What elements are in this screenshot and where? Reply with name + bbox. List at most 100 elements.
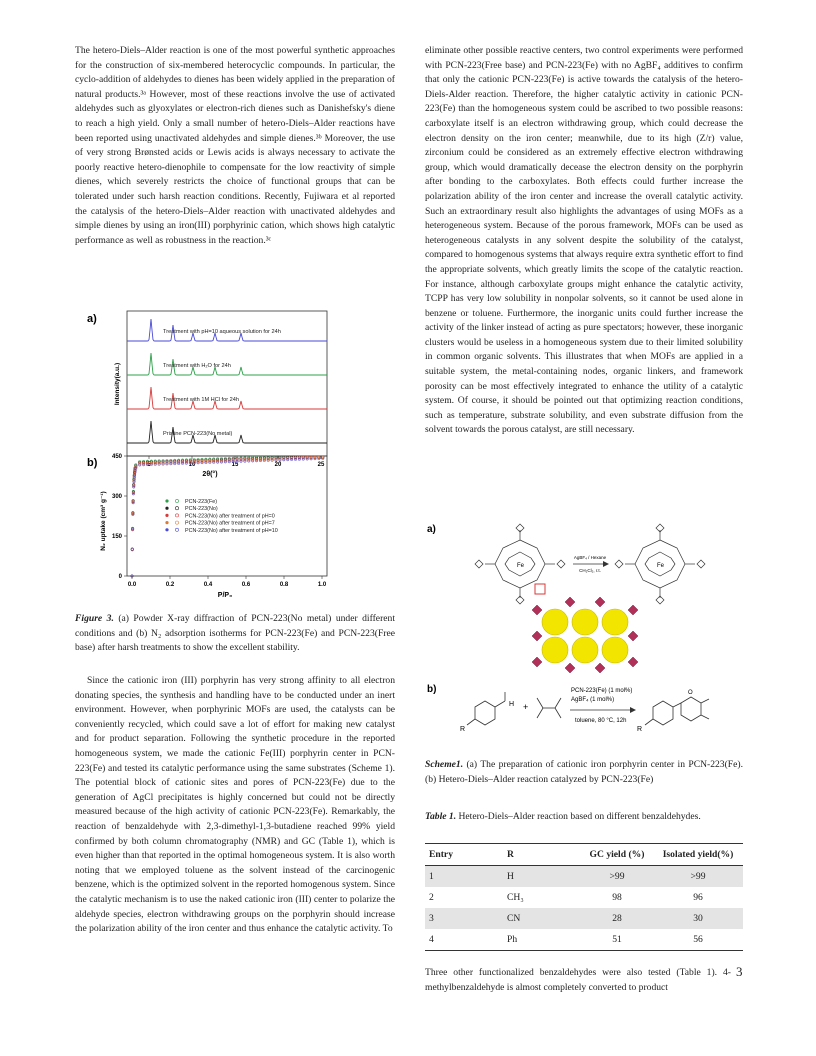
zr-cluster (531, 630, 543, 642)
iso-data-point (297, 457, 301, 461)
iso-data-point (309, 457, 313, 461)
r-group-left: R (460, 726, 465, 733)
iso-data-point (130, 548, 134, 552)
iso-data-point (130, 574, 134, 578)
scheme-panel-b-label: b) (427, 684, 436, 695)
isotherm-x-ticks: 0.0 0.2 0.4 0.6 0.8 1.0 (128, 576, 327, 588)
iso-data-point (169, 462, 173, 466)
iso-data-point (305, 457, 309, 461)
scheme-1: a) Fe AgBF₄ / Hexane CH₂Cl₂, r.t. Fe (425, 522, 743, 752)
iso-data-point (173, 462, 177, 466)
table-row: 3 CN 28 30 (425, 908, 743, 929)
iso-data-point (133, 473, 137, 477)
cell-isolated: >99 (653, 865, 743, 887)
iso-x-tick-label: 0.4 (204, 582, 213, 588)
page-number: 3 (736, 964, 743, 979)
iso-x-tick-label: 0.8 (280, 582, 289, 588)
iso-data-point (254, 459, 259, 463)
pore-sphere (601, 636, 629, 664)
legend-marker (175, 527, 179, 532)
iso-y-tick-label: 150 (112, 534, 123, 540)
iso-data-point (177, 461, 181, 465)
zr-cluster (564, 662, 576, 674)
iso-data-point (204, 460, 208, 465)
pore-sphere (601, 608, 629, 636)
iso-data-point (196, 461, 200, 465)
iso-data-point (274, 458, 278, 462)
table-row: 2 CH₃ 98 96 (425, 887, 743, 908)
isotherm-plot-frame (126, 455, 328, 577)
iso-data-point (317, 456, 321, 461)
cell-entry: 4 (425, 929, 503, 951)
iso-data-point (131, 528, 135, 532)
condition-catalyst: PCN-223(Fe) (1 mol%) (571, 688, 632, 694)
xrd-trace-label: Treatment with H₂O for 24h (163, 363, 231, 369)
legend-marker (165, 506, 169, 510)
paragraph-cationic-iron: Since the cationic iron (III) porphyrin … (75, 675, 395, 935)
isotherm-curves (130, 455, 325, 578)
table-1: Entry R GC yield (%) Isolated yield(%) 1… (425, 843, 743, 951)
xrd-y-label: Intensity(a.u.) (114, 363, 121, 405)
iso-x-tick-label: 1.0 (318, 582, 327, 588)
product-structure (644, 696, 710, 726)
cell-isolated: 30 (653, 908, 743, 929)
xrd-trace-label: Treatment with 1M HCl for 24h (163, 397, 239, 403)
right-column-bottom: Three other functionalized benzaldehydes… (425, 966, 731, 995)
highlight-box (534, 583, 546, 595)
iso-data-point (243, 459, 247, 463)
porphyrin-left (474, 523, 566, 605)
figure-3: a) Treatment with pH=10 aqueous solution… (85, 306, 385, 611)
r-group-right: R (637, 726, 642, 733)
scheme-1-caption-label: Scheme1. (425, 759, 464, 770)
iso-data-point (219, 460, 224, 464)
reagent-bottom: CH₂Cl₂, r.t. (579, 568, 601, 573)
xrd-trace-labels: Treatment with pH=10 aqueous solution fo… (163, 329, 281, 437)
legend-marker (175, 520, 179, 525)
xrd-tick-label: 10 (189, 462, 196, 468)
benzaldehyde-structure (466, 692, 506, 726)
figure-3-graphic: a) Treatment with pH=10 aqueous solution… (87, 310, 328, 599)
pore-sphere (541, 636, 569, 664)
scheme-panel-a-label: a) (427, 524, 436, 535)
diene-structure (536, 697, 562, 719)
plus-sign: + (523, 702, 528, 712)
legend-marker (165, 513, 169, 517)
cell-entry: 3 (425, 908, 503, 929)
legend-label: PCN-223(Fe) (185, 499, 217, 505)
iso-data-point (149, 462, 153, 466)
iso-data-point (188, 461, 192, 465)
paragraph-intro: The hetero-Diels–Alder reaction is one o… (75, 45, 395, 246)
iso-data-point (278, 458, 282, 462)
iso-data-point (301, 457, 305, 461)
paragraph-functionalized-benzaldehydes: Three other functionalized benzaldehydes… (425, 967, 731, 993)
iso-x-tick-label: 0.0 (128, 582, 137, 588)
reagent-top: AgBF₄ / Hexane (574, 555, 607, 560)
right-column: eliminate other possible reactive center… (425, 44, 743, 438)
iso-data-point (138, 463, 142, 467)
iso-x-tick-label: 0.2 (166, 582, 175, 588)
cell-r: CH₃ (507, 892, 524, 903)
iso-data-point (131, 492, 135, 496)
xrd-tick-label: 5 (147, 462, 151, 468)
xrd-trace-label: Pristine PCN-223(No metal) (163, 431, 232, 437)
iso-x-tick-label: 0.6 (242, 582, 251, 588)
zr-cluster (594, 596, 606, 608)
iso-data-point (200, 461, 204, 465)
scheme-1-caption-text: (a) The preparation of cationic iron por… (425, 759, 743, 785)
iso-data-point (165, 462, 169, 466)
zr-cluster (627, 630, 639, 642)
isotherm-legend: PCN-223(Fe)PCN-223(No)PCN-223(No) after … (165, 499, 278, 534)
iso-data-point (132, 485, 136, 489)
zr-cluster (531, 604, 543, 616)
zr-cluster (531, 656, 543, 668)
iso-data-point (247, 459, 251, 463)
table-row: 1 H >99 >99 (425, 865, 743, 887)
iso-data-point (145, 462, 150, 467)
ring-oxygen: O (688, 690, 693, 696)
legend-label: PCN-223(No) after treatment of pH=7 (185, 521, 275, 527)
scheme-1-caption: Scheme1. (a) The preparation of cationic… (425, 758, 743, 787)
iso-data-point (161, 462, 165, 466)
legend-marker (175, 513, 179, 518)
cell-gc: 98 (612, 892, 622, 903)
iso-data-point (132, 476, 136, 480)
